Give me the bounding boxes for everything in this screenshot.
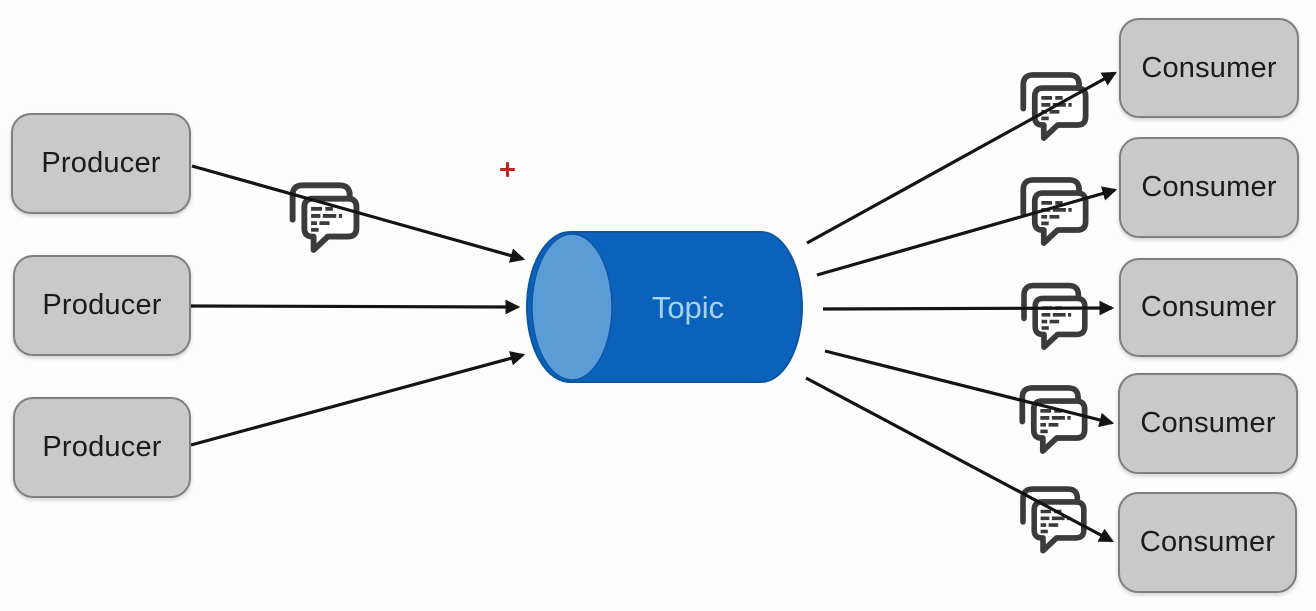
message-icon: [1024, 286, 1085, 348]
consumer-1-label: Consumer: [1141, 51, 1277, 84]
producer-1-label: Producer: [41, 147, 161, 179]
arrow-topic-to-consumer-2: [816, 186, 1118, 277]
producer-2-label: Producer: [42, 289, 162, 321]
arrow-topic-to-consumer-1: [806, 71, 1117, 245]
arrow-producer-2-to-topic: [189, 299, 521, 315]
message-icon: [293, 185, 357, 250]
consumer-node-1: Consumer: [1119, 18, 1299, 118]
arrow-topic-to-consumer-3: [822, 300, 1115, 316]
consumer-node-3: Consumer: [1119, 258, 1298, 357]
consumer-5-label: Consumer: [1139, 526, 1276, 558]
message-icon: [1023, 180, 1085, 243]
consumer-node-5: Consumer: [1118, 492, 1297, 593]
arrow-producer-3-to-topic: [190, 351, 526, 447]
arrow-topic-to-consumer-5: [805, 376, 1114, 543]
arrow-topic-to-consumer-4: [824, 349, 1115, 428]
consumer-3-label: Consumer: [1140, 291, 1277, 323]
producer-node-3: Producer: [13, 397, 191, 498]
cross-vertical-bar: [505, 162, 510, 177]
cylinder-cap-ellipse: [531, 233, 613, 381]
producer-3-label: Producer: [42, 431, 162, 463]
consumer-node-4: Consumer: [1118, 373, 1298, 474]
arrow-producer-1-to-topic: [191, 164, 526, 263]
producer-node-2: Producer: [13, 255, 191, 356]
producer-node-1: Producer: [11, 113, 191, 214]
topic-cylinder-shape: [526, 231, 803, 383]
message-icon: [1022, 388, 1084, 451]
consumer-2-label: Consumer: [1141, 171, 1277, 203]
consumer-node-2: Consumer: [1119, 137, 1299, 238]
annotation-cross-marker: [500, 162, 515, 177]
consumer-4-label: Consumer: [1140, 407, 1276, 439]
